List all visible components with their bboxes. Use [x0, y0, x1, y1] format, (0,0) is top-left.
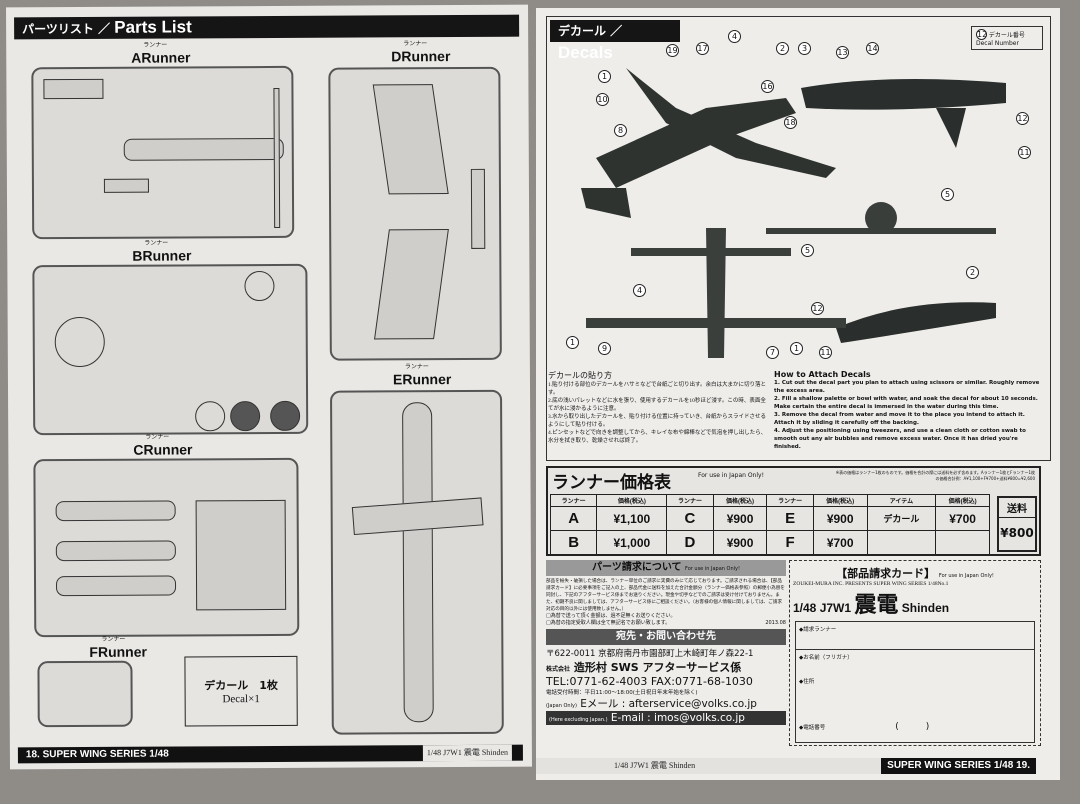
decals-header: デカール ／ Decals	[550, 20, 680, 62]
decal-number-legend: 12 デカール番号 Decal Number	[971, 26, 1043, 50]
runner-b	[32, 263, 309, 436]
en-howto: How to Attach Decals 1. Cut out the deca…	[774, 370, 1040, 450]
parts-request-info: パーツ請求について For use in Japan Only! 部品を紛失・破…	[546, 560, 786, 725]
field-name[interactable]: ◆お名前（フリガナ）	[799, 655, 853, 661]
parts-request-card: 【部品請求カード】 For use in Japan Only! ZOUKEI-…	[789, 560, 1041, 746]
runner-c	[33, 457, 300, 638]
runner-a	[31, 65, 295, 240]
decal-count-box: デカール 1枚 Decal×1	[184, 655, 298, 727]
runner-d	[328, 66, 502, 361]
runner-e	[330, 389, 504, 735]
email-intl-link[interactable]: E-mail : imos@volks.co.jp	[610, 712, 745, 724]
field-address[interactable]: ◆住所	[799, 679, 815, 685]
shipping-cell: 送料¥800	[997, 496, 1037, 552]
price-grid: ランナー価格(税込)ランナー価格(税込)ランナー価格(税込)アイテム価格(税込)…	[549, 494, 990, 555]
top-view-aircraft	[581, 68, 836, 218]
right-footer: 1/48 J7W1 震電 Shinden SUPER WING SERIES 1…	[536, 758, 1036, 774]
runner-f	[37, 660, 133, 728]
underside-view-aircraft	[586, 228, 846, 358]
side-view-aircraft	[801, 79, 1006, 343]
parts-list-header: パーツリスト ／ Parts List	[14, 14, 520, 40]
runner-price-table: ランナー価格表 For use in Japan Only! ※表の価格はランナ…	[546, 466, 1041, 556]
decal-diagram-frame	[546, 16, 1051, 461]
field-runner[interactable]: ◆請求ランナー	[796, 622, 1034, 650]
field-phone[interactable]: ◆電話番号( )	[799, 722, 930, 732]
email-jp-link[interactable]: Eメール : afterservice@volks.co.jp	[580, 698, 757, 710]
decal-placement-diagrams	[581, 68, 1006, 358]
front-view-aircraft	[766, 202, 996, 234]
jp-howto: デカールの貼り方 1.貼り付ける部位のデカールをハサミなどで台紙ごと切り出す。余…	[548, 371, 767, 444]
